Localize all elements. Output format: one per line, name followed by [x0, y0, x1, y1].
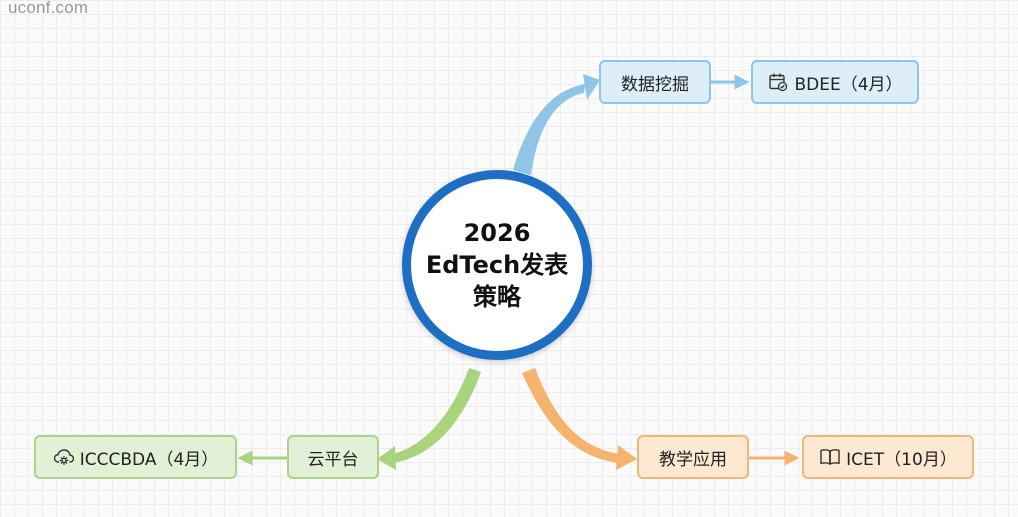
watermark: uconf.com: [8, 0, 89, 17]
branch-arrowhead-cloud-platform: [377, 446, 396, 470]
branch-label-data-mining: 数据挖掘: [621, 74, 689, 95]
leaf-node-icet[interactable]: ICET（10月）: [802, 435, 974, 479]
branch-node-data-mining[interactable]: 数据挖掘: [599, 60, 711, 104]
leaf-node-icccbda[interactable]: ICCCBDA（4月）: [34, 435, 237, 479]
central-topic-line2: EdTech发表: [425, 251, 569, 279]
calendar-check-icon: [767, 71, 789, 93]
leaf-label-icccbda: ICCCBDA（4月）: [79, 449, 219, 470]
cloud-gear-icon: [53, 446, 75, 468]
branch-node-cloud-platform[interactable]: 云平台: [287, 435, 379, 479]
branch-connector-cloud-platform: [392, 368, 481, 463]
branch-connector-teaching-application: [522, 368, 620, 463]
branch-label-cloud-platform: 云平台: [307, 449, 359, 470]
central-topic-line1: 2026: [463, 219, 531, 247]
branch-connector-data-mining: [513, 84, 585, 175]
central-topic-text: 2026 EdTech发表 策略: [426, 217, 568, 313]
central-topic-line3: 策略: [472, 283, 521, 311]
branch-label-teaching-application: 教学应用: [659, 449, 727, 470]
branch-node-teaching-application[interactable]: 教学应用: [637, 435, 749, 479]
central-topic-node[interactable]: 2026 EdTech发表 策略: [402, 170, 592, 360]
leaf-node-bdee[interactable]: BDEE（4月）: [751, 60, 919, 104]
leaf-label-bdee: BDEE（4月）: [794, 74, 903, 95]
branch-arrowhead-data-mining: [583, 74, 600, 100]
branch-arrowhead-teaching-application: [616, 445, 637, 470]
leaf-label-icet: ICET（10月）: [846, 449, 957, 470]
open-book-icon: [819, 446, 841, 468]
